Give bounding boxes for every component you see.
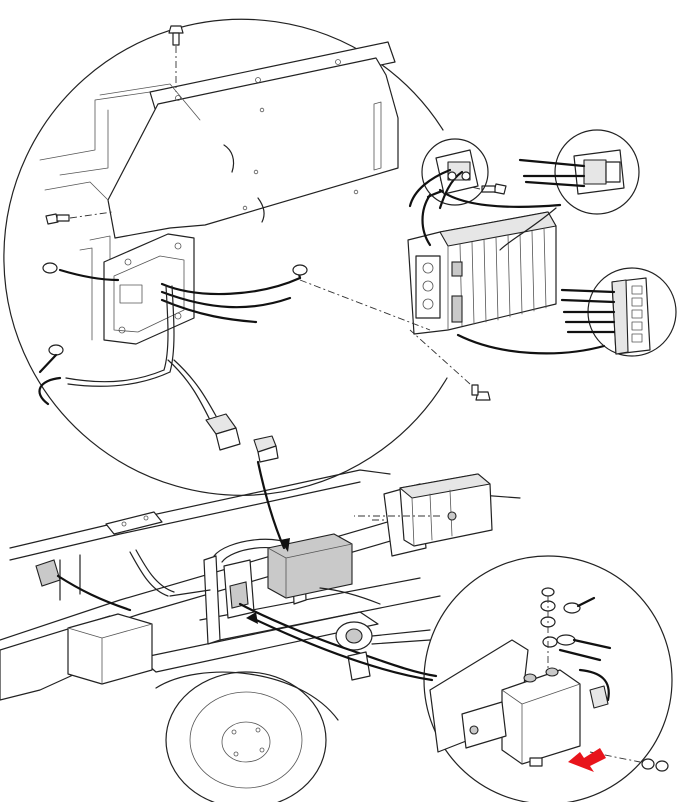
left-connector bbox=[35, 559, 132, 612]
wheel bbox=[155, 671, 339, 802]
highlight-arrow-icon bbox=[568, 748, 606, 772]
battery bbox=[67, 613, 153, 685]
solenoid-installed bbox=[347, 651, 371, 681]
pin-connector-detail-circle bbox=[560, 267, 677, 357]
bolt-icon-left bbox=[45, 211, 113, 225]
motor-controller bbox=[407, 211, 557, 335]
controller-installed bbox=[267, 533, 353, 599]
solenoid-detail-circle bbox=[423, 555, 673, 802]
cart-chassis bbox=[0, 469, 521, 802]
connector-detail-circle-small bbox=[408, 138, 489, 210]
controller-bracket bbox=[103, 233, 195, 345]
solenoid bbox=[461, 667, 581, 765]
mounting-panel bbox=[107, 41, 399, 239]
bracket-installed bbox=[223, 559, 255, 619]
callout-leader-lines bbox=[246, 279, 434, 682]
solenoid-bolt bbox=[529, 751, 669, 772]
harness-connector bbox=[205, 413, 279, 463]
controller-exploded-view bbox=[354, 473, 493, 557]
controller-detail-circle bbox=[3, 18, 606, 496]
rear-axle bbox=[335, 621, 431, 651]
connector-detail-circle-large bbox=[499, 129, 640, 251]
solenoid-terminals bbox=[540, 587, 612, 709]
seat-bracket bbox=[105, 511, 163, 535]
wiring-harness-circle bbox=[38, 173, 606, 421]
bolt-icon-top bbox=[168, 25, 184, 92]
bolt-icon-bottom-right bbox=[409, 329, 491, 401]
chassis-wiring bbox=[129, 549, 438, 678]
